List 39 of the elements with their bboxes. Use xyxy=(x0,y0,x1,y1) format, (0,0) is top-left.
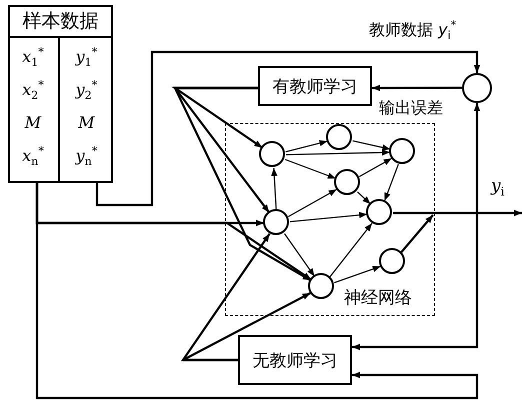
arrow xyxy=(271,168,278,210)
neuron-circle xyxy=(308,273,334,299)
arrow xyxy=(357,191,371,205)
process-box: 有教师学习 xyxy=(258,66,372,106)
neuron-circle xyxy=(389,138,415,164)
arrow xyxy=(288,188,337,218)
arrow xyxy=(352,213,478,350)
arrow xyxy=(474,103,480,213)
arrow xyxy=(330,222,372,278)
process-box: 无教师学习 xyxy=(238,335,352,385)
arrow xyxy=(384,164,399,202)
arrow xyxy=(372,84,462,92)
arrow xyxy=(284,233,315,277)
arrow xyxy=(284,158,336,180)
arrow xyxy=(285,140,328,152)
arrow xyxy=(290,212,368,222)
dashed-frame xyxy=(225,123,435,316)
arrow xyxy=(359,158,392,178)
neuron-circle xyxy=(263,209,289,235)
comparator-circle xyxy=(462,73,492,103)
arrow xyxy=(400,214,434,253)
arrow xyxy=(286,149,390,156)
neuron-circle xyxy=(259,141,285,167)
neuron-circle xyxy=(379,248,405,274)
arrow xyxy=(36,183,478,400)
arrow xyxy=(334,266,381,284)
arrow xyxy=(182,292,312,362)
arrow xyxy=(393,210,522,216)
arrow xyxy=(96,50,480,206)
arrow xyxy=(180,233,270,362)
neuron-circle xyxy=(334,169,360,195)
arrow xyxy=(171,86,263,149)
neuron-circle xyxy=(326,124,352,150)
arrow xyxy=(172,86,270,214)
arrow xyxy=(173,86,312,282)
arrow xyxy=(352,140,390,151)
neuron-circle xyxy=(366,199,392,225)
table-header: 样本数据 xyxy=(10,7,111,38)
data-table xyxy=(8,5,113,183)
